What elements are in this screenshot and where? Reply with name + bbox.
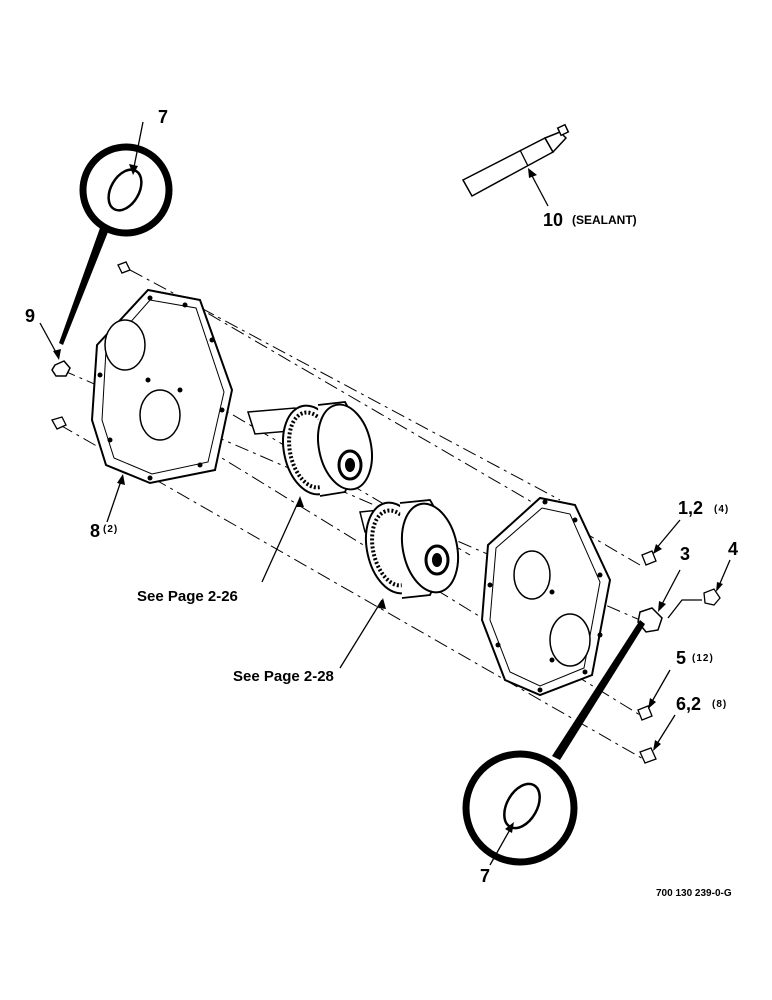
- housing-plate-right: [480, 496, 612, 697]
- oring-detail-bottom: [462, 620, 645, 866]
- oring-icon: [107, 168, 143, 212]
- callout-7-bottom: 7: [480, 866, 490, 886]
- callout-1-2-qty: (4): [714, 504, 729, 515]
- reference-page-2-26: See Page 2-26: [137, 588, 238, 605]
- callout-10: 10: [543, 210, 563, 230]
- leader-item-8: [106, 474, 125, 523]
- callout-1-2: 1,2: [678, 498, 703, 518]
- callout-10-note: (SEALANT): [572, 213, 637, 227]
- callout-8-qty: (2): [103, 524, 118, 535]
- oring-detail-top: [59, 121, 173, 345]
- callout-6-2: 6,2: [676, 694, 701, 714]
- figure-number: 700 130 239-0-G: [656, 888, 732, 899]
- detail-pointer-top: [59, 228, 108, 345]
- hardware-right: [637, 519, 731, 764]
- reference-page-2-28: See Page 2-28: [233, 668, 334, 685]
- callout-6-2-qty: (8): [712, 699, 727, 710]
- callout-9: 9: [25, 306, 35, 326]
- nut-icon: [703, 588, 721, 606]
- callout-4: 4: [728, 539, 738, 559]
- callout-5-qty: (12): [692, 653, 714, 664]
- detail-pointer-bottom: [552, 620, 645, 760]
- bolt-icon: [641, 550, 657, 566]
- gear-icon-upper: [247, 401, 373, 583]
- housing-plate-left: [90, 288, 234, 485]
- bolt-icon: [117, 261, 131, 274]
- bolt-icon: [637, 705, 653, 721]
- nut-icon: [637, 607, 663, 633]
- callout-7-top: 7: [158, 107, 168, 127]
- callout-3: 3: [680, 544, 690, 564]
- callout-8: 8: [90, 521, 100, 541]
- nut-icon: [51, 360, 71, 377]
- callout-labels: 7 9 10 (SEALANT) 8 (2) 1,2 (4) 3 4 5 (12…: [25, 107, 738, 899]
- callout-5: 5: [676, 648, 686, 668]
- gear-icon-lower: [339, 499, 460, 669]
- hardware-left: [39, 261, 131, 430]
- bolt-icon: [51, 416, 67, 430]
- sealant-tube-icon: [461, 123, 570, 207]
- bolt-icon: [639, 747, 657, 764]
